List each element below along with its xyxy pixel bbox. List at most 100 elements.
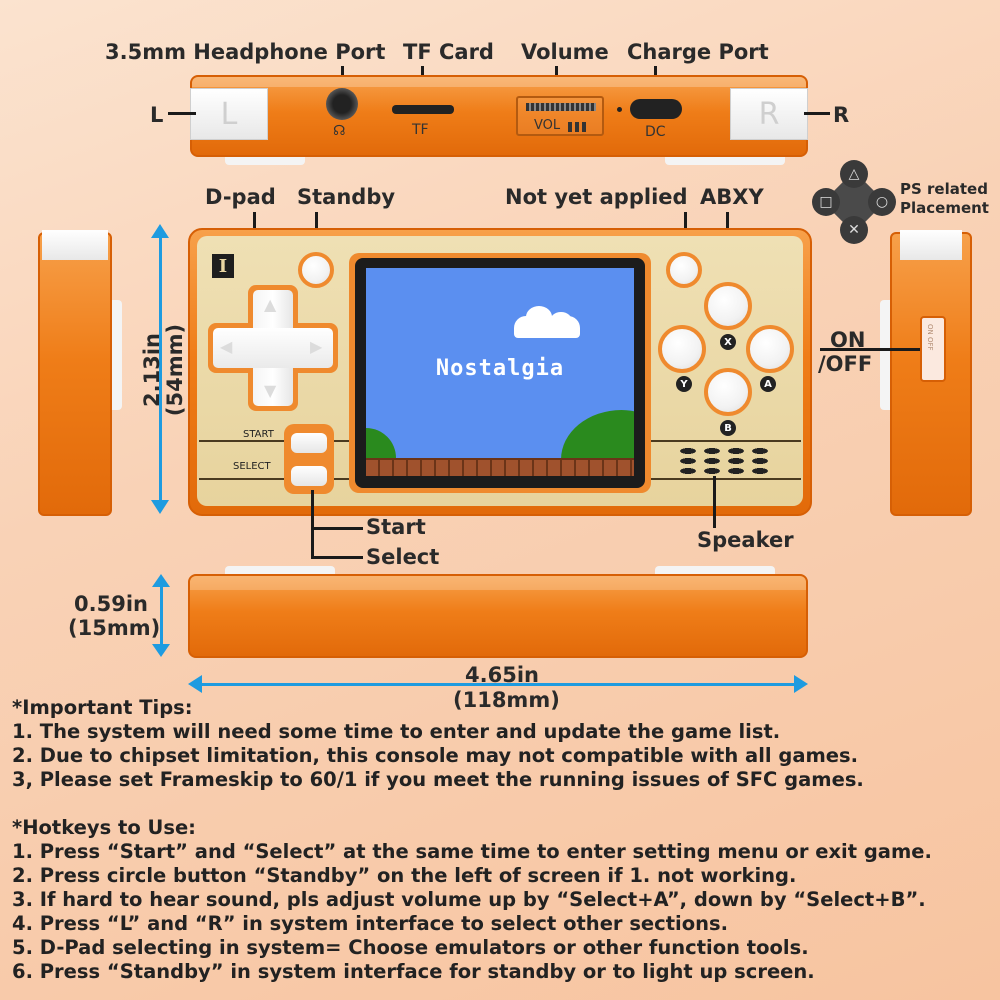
speaker-label: Speaker	[697, 528, 794, 552]
depth-in-label: 0.59in	[74, 592, 148, 616]
l-shoulder-button[interactable]: L	[190, 88, 268, 140]
select-button[interactable]	[291, 466, 327, 486]
top-bump-left	[225, 157, 305, 165]
faceplate-line-3	[640, 440, 801, 442]
dpad-down-icon: ▼	[264, 381, 277, 400]
ps-related-label: PS related	[900, 180, 988, 198]
standby-button[interactable]	[298, 252, 334, 288]
volume-label: Volume	[521, 40, 609, 64]
tf-print: TF	[412, 122, 429, 138]
usb-charge-port[interactable]	[630, 99, 682, 119]
power-leader-line	[820, 348, 920, 351]
start-print: START	[243, 429, 274, 440]
off-label: /OFF	[818, 352, 873, 376]
faceplate-line-2	[199, 478, 349, 480]
height-in-label: 2.13in	[140, 333, 164, 407]
depth-arrow-up-icon	[152, 574, 170, 587]
height-arrow-down-icon	[151, 500, 169, 514]
height-mm-label: (54mm)	[163, 323, 187, 417]
depth-mm-label: (15mm)	[68, 616, 161, 640]
volume-bars-icon	[568, 122, 592, 132]
y-button[interactable]	[658, 325, 706, 373]
bottom-bump-left	[225, 566, 335, 576]
hotkey-item-3: 3. If hard to hear sound, pls adjust vol…	[12, 888, 926, 911]
cross-icon: ✕	[840, 216, 868, 244]
hotkeys-heading: *Hotkeys to Use:	[12, 816, 196, 839]
a-print: A	[760, 376, 776, 392]
hotkey-item-6: 6. Press “Standby” in system interface f…	[12, 960, 815, 983]
a-button[interactable]	[746, 325, 794, 373]
placement-label: Placement	[900, 199, 989, 217]
select-print: SELECT	[233, 461, 271, 472]
hotkey-item-2: 2. Press circle button “Standby” on the …	[12, 864, 797, 887]
power-switch[interactable]: ON OFF	[920, 316, 946, 382]
hotkey-item-5: 5. D-Pad selecting in system= Choose emu…	[12, 936, 809, 959]
y-print: Y	[676, 376, 692, 392]
headphone-jack-icon[interactable]	[326, 88, 358, 120]
bottom-bump-right	[655, 566, 775, 576]
b-button[interactable]	[704, 368, 752, 416]
volume-grip	[526, 103, 596, 111]
r-shoulder-button[interactable]: R	[730, 88, 808, 140]
height-arrow-up-icon	[151, 224, 169, 238]
tip-item-2: 2. Due to chipset limitation, this conso…	[12, 744, 859, 767]
width-arrow-right-icon	[794, 675, 808, 693]
headphone-port-label: 3.5mm Headphone Port	[105, 40, 386, 64]
right-side-bump	[880, 300, 890, 410]
tips-heading: *Important Tips:	[12, 696, 193, 719]
ps-button-placement-icon: △ □ ○ ✕	[810, 160, 898, 248]
start-select-leader-v	[311, 490, 314, 558]
circle-icon: ○	[868, 188, 896, 216]
brand-logo: I	[212, 254, 234, 278]
hotkey-item-1: 1. Press “Start” and “Select” at the sam…	[12, 840, 932, 863]
width-mm-label: (118mm)	[453, 688, 560, 712]
standby-label: Standby	[297, 185, 396, 209]
top-highlight	[192, 77, 806, 87]
start-button[interactable]	[291, 433, 327, 453]
dpad-right-icon: ▶	[310, 337, 323, 356]
dpad-up-icon: ▲	[264, 295, 277, 314]
charge-port-label: Charge Port	[627, 40, 769, 64]
x-print: X	[720, 334, 736, 350]
faceplate-line-4	[640, 478, 801, 480]
height-dimension-line	[159, 236, 162, 502]
charge-led	[617, 107, 622, 112]
r-label: R	[833, 103, 850, 127]
left-side-shell	[38, 232, 112, 516]
select-leader-h	[311, 556, 363, 559]
depth-view-shell	[188, 574, 808, 658]
l-label: L	[150, 103, 164, 127]
dpad-label: D-pad	[205, 185, 276, 209]
left-side-shoulder	[42, 230, 108, 260]
cloud-puff-2	[550, 312, 572, 330]
left-side-bump	[112, 300, 122, 410]
vol-print: VOL	[534, 118, 561, 133]
tf-card-slot[interactable]	[392, 105, 454, 114]
b-print: B	[720, 420, 736, 436]
tf-card-label: TF Card	[403, 40, 494, 64]
width-dimension-line	[200, 683, 796, 686]
square-icon: □	[812, 188, 840, 216]
game-screen: Nostalgia	[366, 268, 634, 476]
depth-dimension-line	[160, 584, 163, 646]
speaker-grille	[678, 447, 770, 475]
dpad[interactable]: ▲ ▼ ◀ ▶	[208, 285, 338, 411]
not-applied-label: Not yet applied	[505, 185, 688, 209]
tip-item-3: 3, Please set Frameskip to 60/1 if you m…	[12, 768, 864, 791]
right-side-shoulder	[900, 230, 962, 260]
cloud-puff-1	[526, 306, 552, 328]
dpad-left-icon: ◀	[220, 337, 233, 356]
volume-slider[interactable]: VOL	[516, 96, 604, 136]
headphone-symbol-icon: ☊	[333, 123, 346, 139]
dpad-face-h	[213, 328, 333, 368]
unused-button[interactable]	[666, 252, 702, 288]
depth-arrow-down-icon	[152, 644, 170, 657]
tip-item-1: 1. The system will need some time to ent…	[12, 720, 781, 743]
faceplate-line-1	[199, 440, 349, 442]
start-label: Start	[366, 515, 426, 539]
hotkey-item-4: 4. Press “L” and “R” in system interface…	[12, 912, 729, 935]
speaker-leader-line	[713, 476, 716, 528]
l-leader-line	[168, 112, 196, 115]
select-label: Select	[366, 545, 440, 569]
x-button[interactable]	[704, 282, 752, 330]
